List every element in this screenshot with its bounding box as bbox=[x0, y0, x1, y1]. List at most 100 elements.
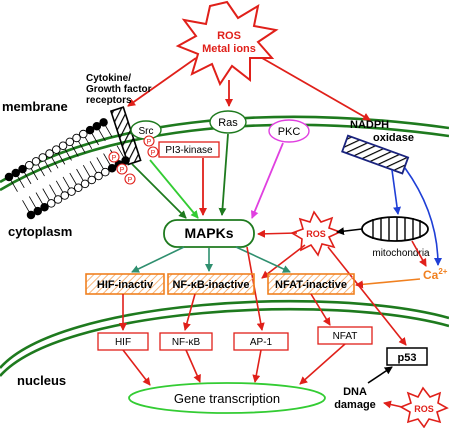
lipid-head bbox=[107, 164, 117, 173]
lipid-head bbox=[58, 141, 68, 150]
ros-dna-label: ROS bbox=[414, 404, 434, 414]
lipid-head bbox=[40, 203, 49, 212]
lipid-head bbox=[92, 121, 102, 131]
pkc-label: PKC bbox=[278, 126, 301, 138]
arrow-ras-to-mapks bbox=[218, 133, 229, 216]
receptor-label-line2: Growth factor bbox=[86, 84, 152, 95]
hif-inactive-label: HIF-inactiv bbox=[97, 279, 154, 291]
hif-label: HIF bbox=[115, 337, 131, 348]
phosphate-label-3: P bbox=[128, 177, 133, 184]
lipid-head bbox=[85, 125, 95, 135]
lipid-head bbox=[31, 157, 41, 166]
lipid-head bbox=[53, 195, 63, 204]
mitochondria-label: mitochondria bbox=[372, 248, 430, 259]
phosphate-group: P P P P P bbox=[108, 135, 159, 185]
lipid-bilayer-icon bbox=[4, 118, 130, 220]
arrow-nfat-inactive-to-nfat bbox=[310, 293, 331, 326]
gene-transcription-label: Gene transcription bbox=[174, 391, 280, 406]
arrow-mitochondria-to-ros bbox=[336, 227, 363, 236]
ros-metal-ions-starburst bbox=[175, 0, 279, 87]
arrow-nadph-to-calcium bbox=[404, 167, 442, 266]
phosphate-label-4: P bbox=[147, 139, 152, 146]
ros-inner-starburst bbox=[290, 210, 343, 257]
lipid-head bbox=[26, 210, 36, 220]
nfkb-inactive-node bbox=[167, 273, 255, 295]
arrow-ros-to-nfkb-inactive bbox=[261, 244, 306, 279]
region-label-nucleus: nucleus bbox=[17, 373, 66, 388]
ros-inner-label: ROS bbox=[306, 229, 326, 239]
arrow-ros-to-dna-damage bbox=[383, 400, 403, 409]
ap1-label: AP-1 bbox=[250, 337, 273, 348]
hif-inactive-node bbox=[85, 273, 165, 295]
ros-dna-starburst bbox=[399, 386, 449, 428]
arrow-calcium-to-nfat-inactive bbox=[355, 278, 421, 289]
p53-node bbox=[386, 347, 428, 366]
phosphate-2 bbox=[116, 163, 128, 175]
lipid-head bbox=[45, 149, 54, 158]
arrow-ros-to-nadph bbox=[261, 57, 371, 121]
lipid-head bbox=[65, 137, 75, 147]
phosphate-label-2: P bbox=[120, 167, 125, 174]
region-label-membrane: membrane bbox=[2, 99, 68, 114]
nadph-oxidase-label-line2: oxidase bbox=[373, 132, 414, 144]
phosphate-5 bbox=[147, 146, 159, 158]
nfat-label: NFAT bbox=[333, 331, 358, 342]
arrow-mapks-to-hif-inactive bbox=[131, 246, 185, 273]
arrow-dna-damage-to-p53 bbox=[367, 366, 393, 384]
dna-damage-label-line1: DNA bbox=[343, 386, 367, 398]
nfkb-label: NF-κB bbox=[172, 337, 201, 348]
lipid-head bbox=[4, 172, 14, 182]
lipid-head bbox=[25, 160, 34, 170]
calcium-label: Ca2+ bbox=[423, 267, 448, 282]
lipid-head bbox=[74, 183, 83, 193]
lipid-head bbox=[80, 179, 90, 189]
lipid-head bbox=[47, 199, 56, 208]
ras-node bbox=[209, 110, 247, 134]
region-label-cytoplasm: cytoplasm bbox=[8, 224, 72, 239]
lipid-head bbox=[87, 175, 97, 185]
arrow-ap1-to-gene bbox=[252, 349, 262, 383]
nadph-oxidase-label-line1: NADPH bbox=[350, 119, 389, 131]
phosphate-3 bbox=[124, 173, 136, 185]
p53-label: p53 bbox=[398, 352, 417, 364]
lipid-head bbox=[52, 145, 61, 154]
phosphate-1 bbox=[108, 151, 120, 163]
lipid-head bbox=[72, 133, 81, 143]
nfkb-inactive-label: NF-κB-inactive bbox=[172, 279, 249, 291]
mitochondria-icon bbox=[361, 216, 429, 242]
ros-metal-ions-label-line2: Metal ions bbox=[202, 43, 256, 55]
cell-membrane-inner bbox=[0, 123, 449, 192]
calcium-charge: 2+ bbox=[438, 267, 447, 276]
phosphate-label-1: P bbox=[112, 155, 117, 162]
nuclear-membrane-outer bbox=[0, 299, 449, 369]
arrow-pkc-to-mapks bbox=[250, 142, 284, 219]
phosphate-4 bbox=[143, 135, 155, 147]
arrow-ros-to-receptor bbox=[127, 57, 197, 107]
receptor-label-line3: receptors bbox=[86, 95, 132, 106]
arrow-nadph-to-mitochondria bbox=[391, 169, 402, 215]
arrow-ros-to-mapks bbox=[257, 229, 298, 238]
src-label: Src bbox=[139, 126, 154, 137]
ras-label: Ras bbox=[218, 117, 238, 129]
arrow-receptor-to-mapks-dark bbox=[131, 163, 187, 219]
lipid-head bbox=[33, 206, 43, 216]
pi3-kinase-node bbox=[158, 141, 220, 158]
arrow-src-to-mapks bbox=[149, 159, 199, 219]
pi3-kinase-label: PI3-kinase bbox=[165, 145, 213, 156]
mapks-label: MAPKs bbox=[184, 225, 233, 241]
receptor-label-line1: Cytokine/ bbox=[86, 73, 131, 84]
arrow-nfkb-inactive-to-nfkb bbox=[183, 293, 196, 331]
lipid-head bbox=[38, 153, 48, 162]
lipid-head bbox=[94, 171, 103, 181]
ros-metal-ions-label-line1: ROS bbox=[217, 30, 241, 42]
phosphate-label-5: P bbox=[151, 150, 156, 157]
pkc-node bbox=[268, 119, 310, 143]
nuclear-membrane-inner bbox=[0, 307, 449, 377]
nadph-oxidase-icon bbox=[341, 134, 410, 175]
arrow-nfat-to-gene bbox=[299, 343, 346, 385]
lipid-head bbox=[60, 191, 70, 200]
arrow-ros-to-p53 bbox=[327, 246, 407, 346]
lipid-head bbox=[67, 187, 76, 196]
lipid-head bbox=[99, 118, 108, 127]
